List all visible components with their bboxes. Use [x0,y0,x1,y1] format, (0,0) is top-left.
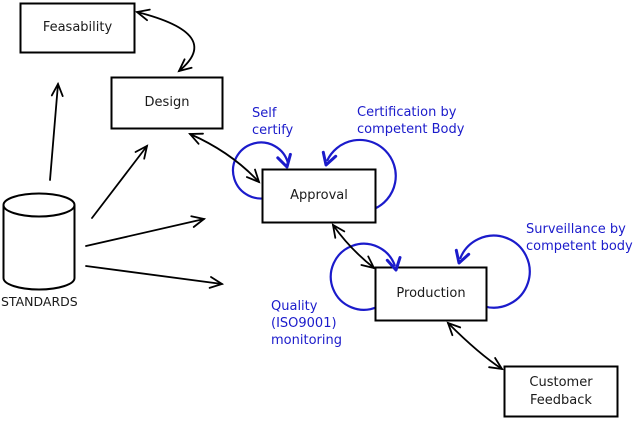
arrowhead-approval-bottom-icon [331,223,346,239]
arrowhead-right-down-icon [208,276,225,289]
arrow-production-customer [447,322,503,370]
design-box [110,76,224,130]
cylinder-body [2,205,76,291]
arrowhead-up-icon [50,81,64,97]
arrowhead-production-left-icon [360,255,376,270]
quality-loop-arc [329,242,397,311]
arrowhead-design-bottom-icon [188,132,204,145]
surveillance-arrowhead-icon [454,248,471,265]
blue-arrowheads [276,150,471,272]
certification-loop-arc [326,138,397,211]
arrowhead-design-end-icon [177,58,193,73]
arrowhead-right-up-icon [190,215,207,228]
quality-arrowhead-icon [385,256,402,272]
arrow-design-approval [189,133,260,183]
arrow-standards-to-approval [85,218,205,247]
arrowhead-customer-top-icon [488,357,504,371]
node-boxes [19,2,619,418]
arrow-standards-to-production [85,265,223,285]
feasability-box [19,2,136,54]
arrowhead-up-right-icon [134,144,149,160]
approval-box [261,168,377,224]
arrow-feasability-design [136,11,196,72]
arrowhead-feasability-end-icon [134,8,151,22]
self-certify-loop-arc [231,141,290,200]
arrow-standards-to-feasability [49,83,59,181]
arrowhead-approval-left-icon [246,168,261,184]
arrow-standards-to-design [91,145,148,219]
cylinder-top [2,192,76,218]
flow-arrows [134,8,504,371]
arrow-approval-production [332,224,375,269]
surveillance-loop-arc [458,234,531,309]
standards-arrows [49,81,225,289]
self-certify-arrowhead-icon [276,152,292,169]
customer-feedback-box [503,365,619,418]
blue-loops [231,138,531,311]
standards-cylinder [2,192,76,291]
certification-arrowhead-icon [321,150,338,167]
arrowhead-production-bottom-icon [446,321,462,337]
production-box [374,266,488,322]
